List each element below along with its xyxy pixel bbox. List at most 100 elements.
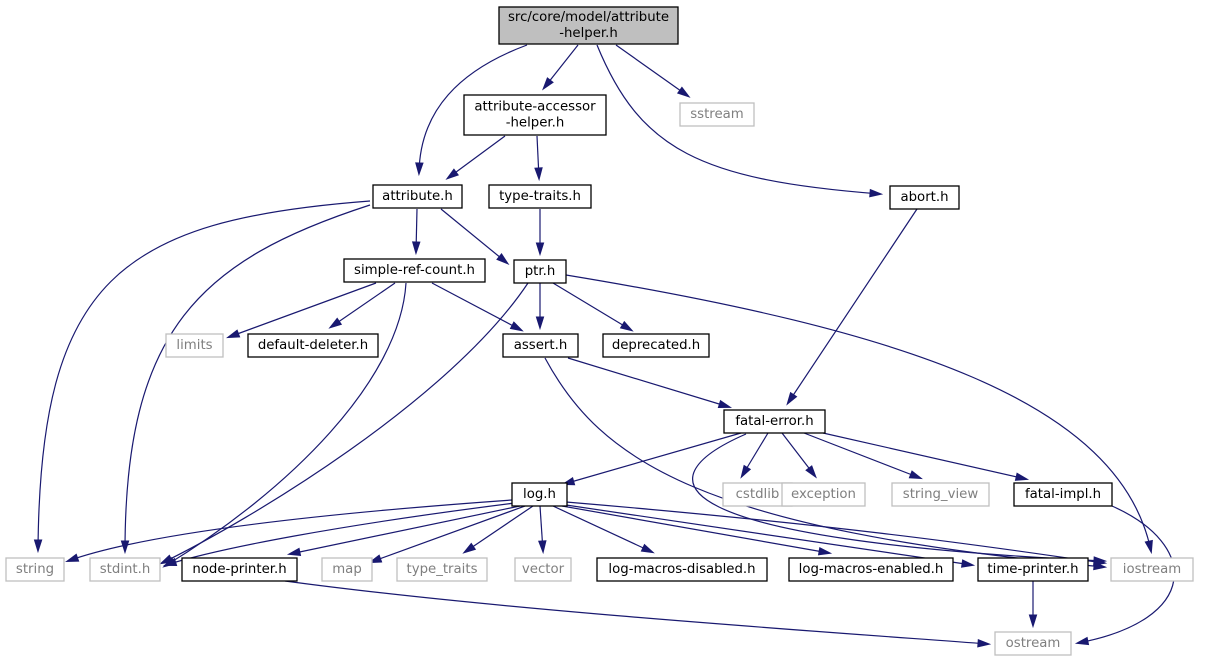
node-aah[interactable]: attribute-accessor-helper.h [463,94,607,136]
node-limits: limits [165,333,224,358]
arrowhead-icon [542,77,554,91]
node-box [247,333,379,358]
arrowhead-icon [960,559,976,568]
node-src[interactable]: simple-ref-count.h [343,258,486,283]
node-label: default-deleter.h [258,338,368,353]
edge-src-to-assert [431,282,524,332]
arrowhead-icon [805,465,817,479]
arrowhead-icon [462,542,477,554]
edge-tp-to-ostream [1028,581,1038,629]
edge-line [822,432,1027,480]
arrowhead-icon [120,540,130,555]
edge-line [447,135,506,179]
edge-log-to-lme [561,505,833,556]
node-label: iostream [1123,562,1181,577]
edge-line [418,44,528,174]
edge-line [596,44,881,195]
edge-fe-to-exception [781,432,817,479]
edge-log-to-np [286,505,521,557]
node-lmd[interactable]: log-macros-disabled.h [596,557,768,582]
edge-line [552,282,632,331]
arrowhead-icon [740,464,752,479]
edge-ptr-to-iostream [565,274,1153,555]
edge-root-to-abort [596,44,884,198]
node-label: attribute-accessor [474,100,596,115]
node-sstream: sstream [679,102,755,127]
edge-line [284,580,989,645]
arrowhead-icon [977,638,992,648]
node-tt[interactable]: type-traits.h [488,184,592,209]
edge-ptr-to-depr [552,282,634,332]
node-label: -helper.h [506,116,565,131]
node-label: simple-ref-count.h [354,263,475,278]
edge-attr-to-ptr [440,208,510,266]
edge-src-to-dd [328,282,396,329]
node-label: exception [791,487,856,502]
node-box [977,557,1089,582]
node-label: fatal-error.h [735,414,813,429]
edge-line [165,502,516,566]
node-box [396,557,488,582]
edge-line [567,357,730,408]
edge-assert-to-fe [567,357,733,409]
edge-line [67,499,513,562]
node-attr[interactable]: attribute.h [372,184,463,209]
edge-fe-to-fi [822,432,1030,481]
edge-log-to-tp [565,504,976,568]
edge-aah-to-attr [445,135,506,180]
node-stdint: stdint.h [89,557,161,582]
node-box [502,333,579,358]
node-label: fatal-impl.h [1025,487,1101,502]
edge-line [565,501,1105,564]
node-log[interactable]: log.h [511,482,568,507]
edge-fe-to-sv [803,432,923,480]
edge-root-to-attr [415,44,528,177]
node-fe[interactable]: fatal-error.h [723,409,826,434]
node-np[interactable]: node-printer.h [181,557,298,582]
arrowhead-icon [65,553,80,563]
edges-layer [33,44,1175,648]
node-tp[interactable]: time-printer.h [977,557,1089,582]
arrowhead-icon [415,162,424,177]
arrowhead-icon [226,329,241,339]
node-root[interactable]: src/core/model/attribute-helper.h [498,6,679,45]
node-ptr[interactable]: ptr.h [513,259,567,284]
node-exception: exception [781,482,866,507]
node-box [1013,482,1113,507]
arrowhead-icon [445,168,459,180]
node-cstdlib: cstdlib [722,482,793,507]
edge-assert-to-iostream [544,357,1108,571]
edge-line [565,274,1152,552]
edge-line [565,504,973,566]
node-box [321,557,373,582]
node-ostream: ostream [994,631,1072,656]
node-box [723,409,826,434]
arrowhead-icon [33,539,43,554]
node-abort[interactable]: abort.h [889,185,960,210]
node-label: abort.h [900,190,948,205]
node-label: log-macros-enabled.h [799,562,944,577]
node-dd[interactable]: default-deleter.h [247,333,379,358]
node-fi[interactable]: fatal-impl.h [1013,482,1113,507]
arrowhead-icon [619,320,634,332]
arrowhead-icon [496,253,510,266]
edge-log-to-typetraits [462,505,534,554]
node-label: deprecated.h [612,338,700,353]
edge-line [544,357,1105,568]
edge-log-to-vector [538,505,547,555]
node-lme[interactable]: log-macros-enabled.h [788,557,954,582]
arrowhead-icon [908,470,923,480]
node-sv: string_view [891,482,990,507]
edge-attr-to-string [33,200,371,554]
edge-root-to-aah [542,44,579,91]
node-string: string [5,557,65,582]
arrowhead-icon [1074,636,1090,646]
node-label: vector [522,562,565,577]
edge-tt-to-ptr [535,209,545,257]
node-assert[interactable]: assert.h [502,333,579,358]
node-box [602,333,710,358]
arrowhead-icon [509,321,524,332]
edge-line [464,505,534,553]
node-depr[interactable]: deprecated.h [602,333,710,358]
edge-line [552,505,653,553]
